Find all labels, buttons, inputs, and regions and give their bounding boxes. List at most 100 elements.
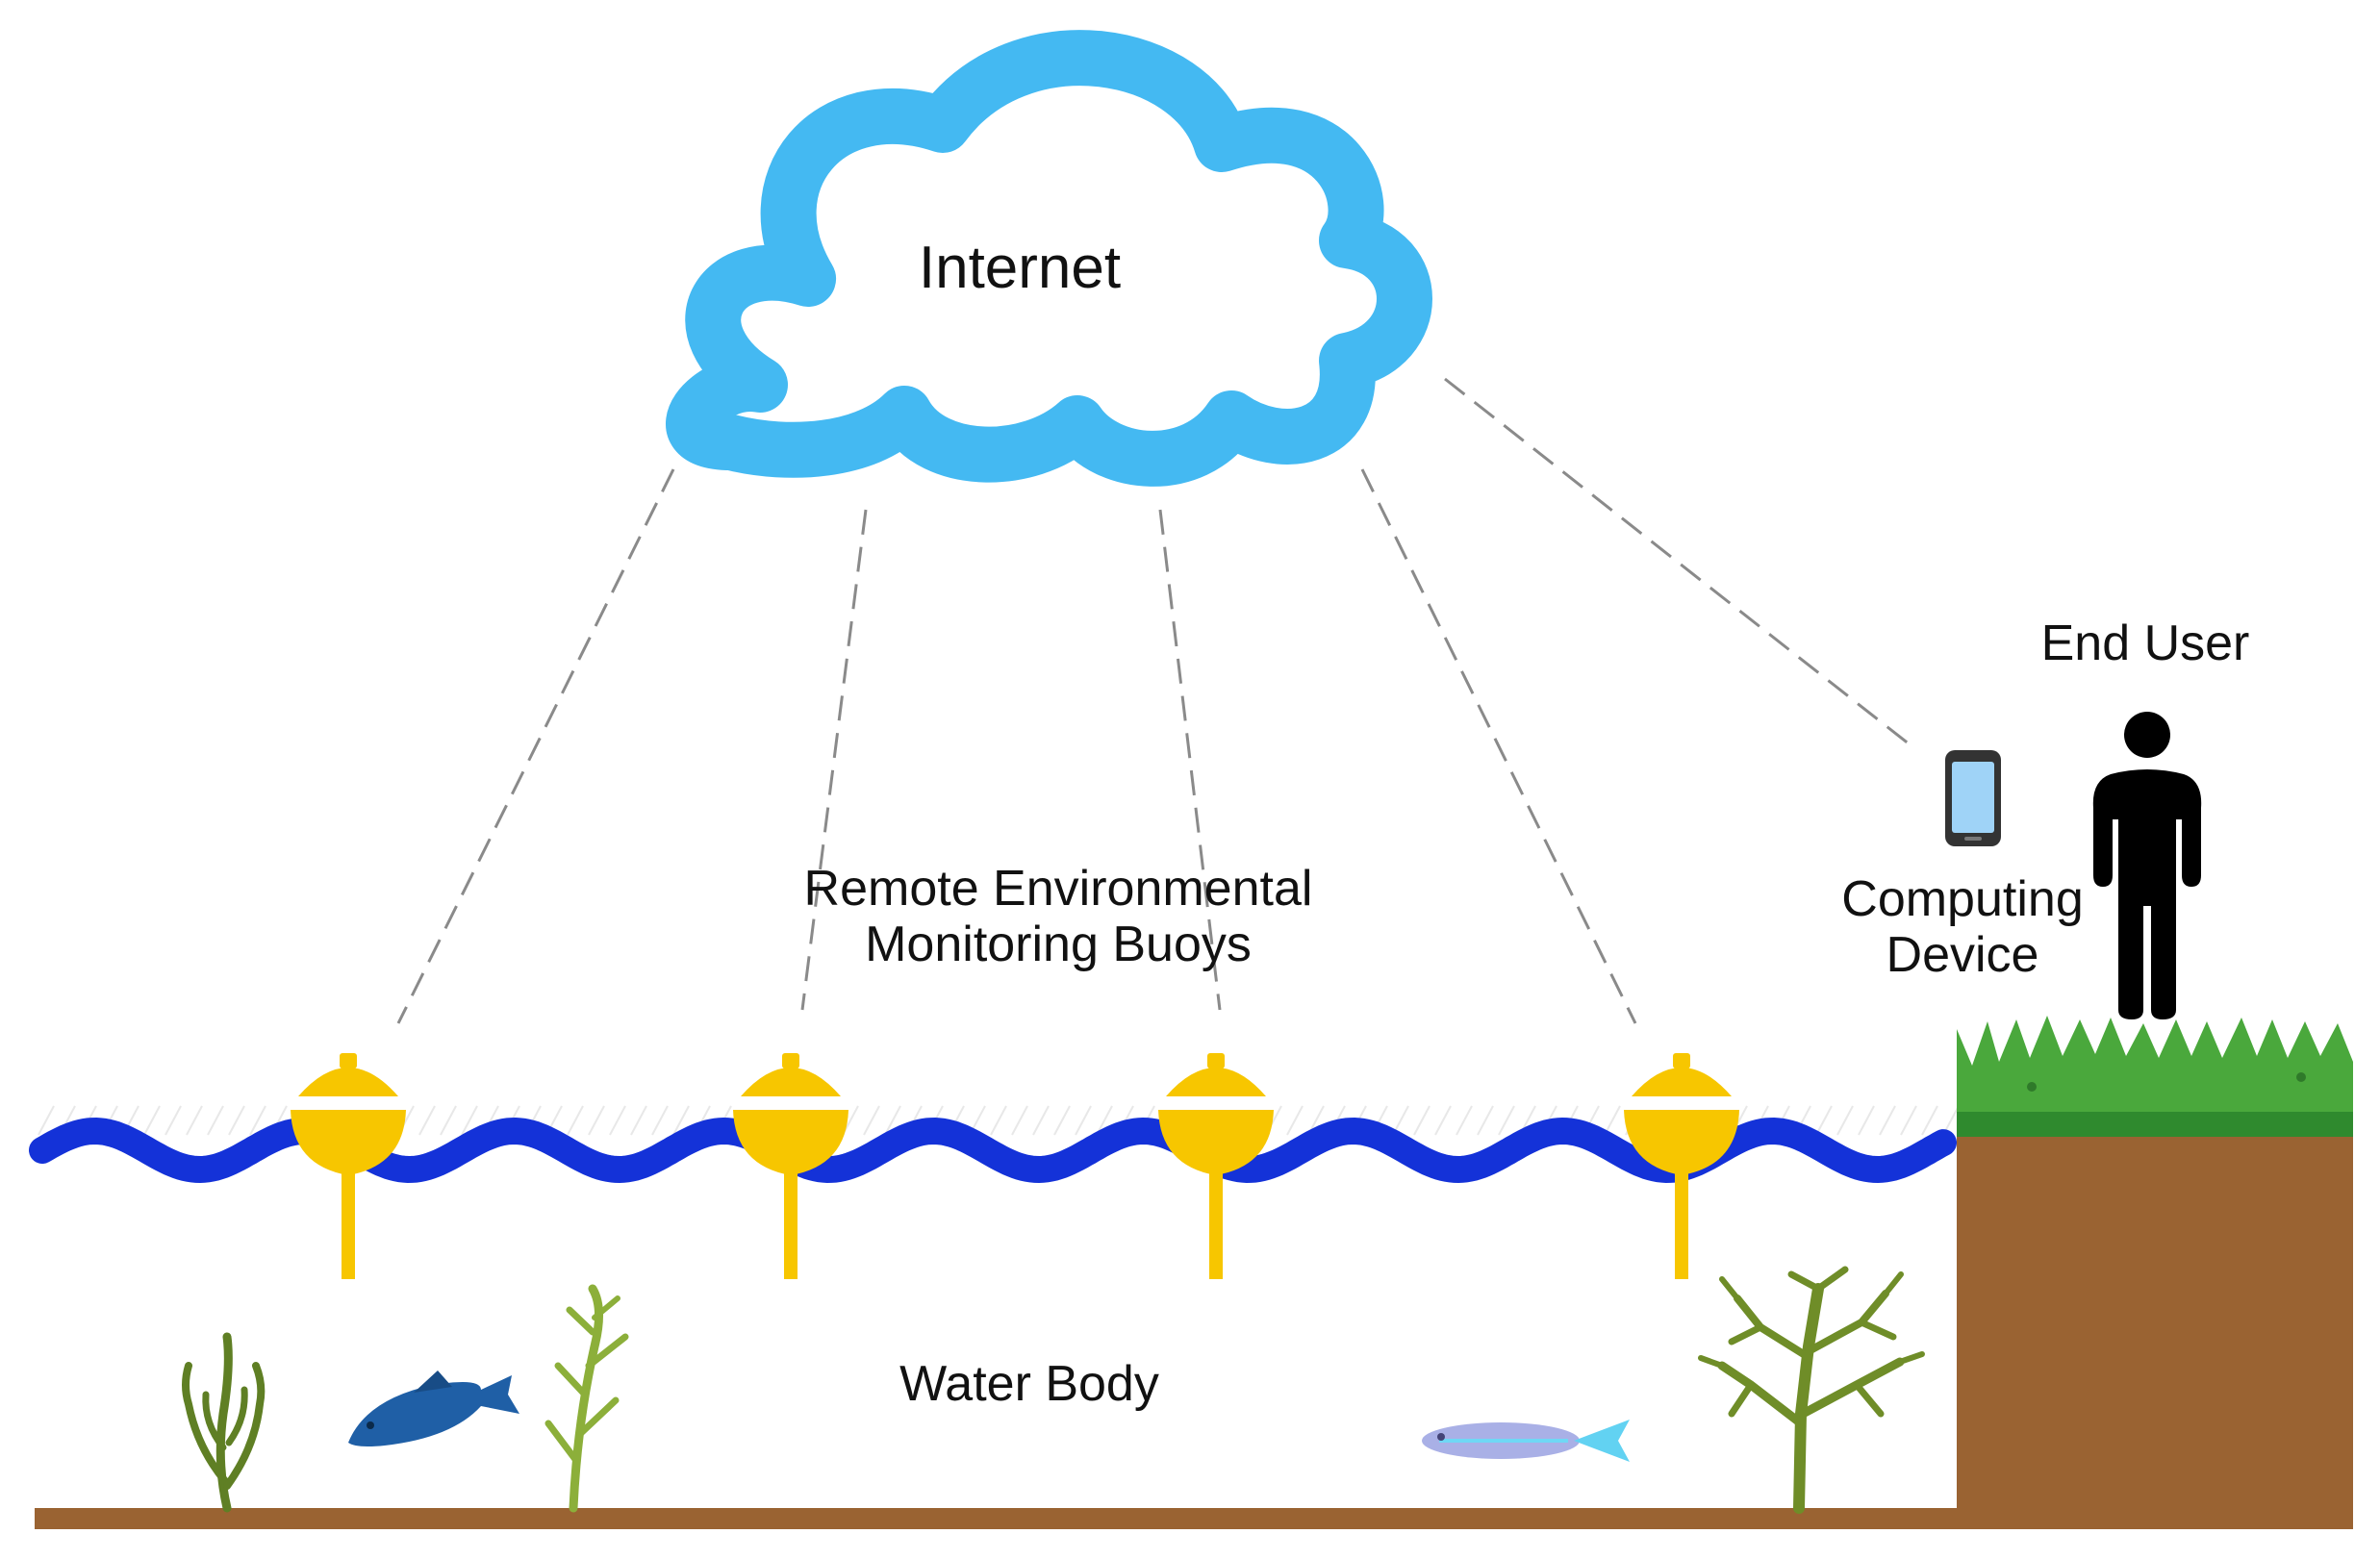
hatch-line [418, 1105, 436, 1136]
seaweed-stem [554, 1362, 589, 1398]
riverbank [1957, 1016, 2353, 1529]
computing-device-label: Computing Device [1809, 871, 2116, 983]
link-computing-device [1444, 377, 1915, 750]
seaweed-icon [1698, 1266, 1925, 1514]
connection-lines [396, 377, 1915, 1024]
hatch-line [1011, 1105, 1028, 1136]
seaweed-stem [223, 1362, 266, 1490]
buoy-band [1160, 1096, 1272, 1110]
seaweed-icon [182, 1332, 266, 1513]
hatch-line [143, 1105, 161, 1136]
fish-eye-dark [367, 1421, 374, 1429]
hatch-line [609, 1105, 626, 1136]
buoy-top [1673, 1053, 1690, 1069]
seaweed-stem [1719, 1276, 1740, 1301]
seaweed-stem [566, 1306, 596, 1336]
hatch-line [1096, 1105, 1113, 1136]
buoy-hull [733, 1110, 848, 1175]
person-body [2092, 769, 2202, 1019]
buoy-hull [291, 1110, 406, 1175]
hatch-line [1836, 1105, 1854, 1136]
hatch-line [1075, 1105, 1092, 1136]
fish-body-dark [348, 1375, 519, 1446]
buoy-pole [1209, 1169, 1223, 1279]
phone-home-bar [1964, 837, 1982, 841]
buoy-dome [741, 1068, 841, 1096]
seaweed-stem [1734, 1295, 1810, 1360]
buoy-hull [1624, 1110, 1739, 1175]
hatch-line [588, 1105, 605, 1136]
hatch-line [672, 1105, 690, 1136]
seaweed-stem [225, 1386, 248, 1446]
hatch-line [38, 1105, 55, 1136]
seaweed-stem [202, 1391, 227, 1451]
fish-fin-dark [414, 1370, 452, 1393]
hatch-line [1456, 1105, 1473, 1136]
grass-icon [1957, 1016, 2353, 1112]
buoys [291, 1053, 1739, 1279]
smartphone-icon [1945, 750, 2001, 846]
hatch-line [884, 1105, 901, 1136]
seaweed-stem [592, 1295, 620, 1320]
grass-base [1957, 1108, 2353, 1137]
phone-screen [1952, 762, 1994, 833]
seaweed-stem [585, 1333, 629, 1370]
seaweed-stem [1787, 1270, 1822, 1293]
link-buoy-3 [1158, 509, 1222, 1011]
buoy-pole [784, 1169, 798, 1279]
hatch-line [990, 1105, 1007, 1136]
water-body-label: Water Body [899, 1356, 1159, 1412]
hatch-line [1900, 1105, 1917, 1136]
seaweed-stem [1728, 1323, 1764, 1345]
buoy-dome [298, 1068, 398, 1096]
hatch-line [1434, 1105, 1452, 1136]
seaweed-stem [577, 1396, 620, 1437]
seaweed-stem [1793, 1283, 1824, 1514]
hatch-line [228, 1105, 245, 1136]
hatch-line [1604, 1105, 1621, 1136]
hatch-line [1286, 1105, 1304, 1136]
seaweed-stem [182, 1362, 229, 1485]
fish-icon [348, 1370, 519, 1446]
hatch-line [1032, 1105, 1050, 1136]
seaweed-stem [544, 1420, 581, 1466]
hatch-line [1498, 1105, 1515, 1136]
hatch-line [630, 1105, 647, 1136]
buoy-top [340, 1053, 357, 1069]
buoy-hull [1158, 1110, 1274, 1175]
hatch-line [207, 1105, 224, 1136]
hatch-line [1413, 1105, 1431, 1136]
internet-label: Internet [918, 235, 1122, 301]
buoys-label-line2: Monitoring Buoys [865, 917, 1252, 973]
fish-eye-light [1437, 1433, 1445, 1441]
hatch-line [440, 1105, 457, 1136]
buoy-top [1207, 1053, 1225, 1069]
hatch-line [1921, 1105, 1938, 1136]
cloud-shape [666, 30, 1432, 487]
end-user-label: End User [2040, 616, 2250, 671]
hatch-line [1477, 1105, 1494, 1136]
fish-icon [1422, 1420, 1630, 1462]
person-head [2124, 712, 2170, 758]
buoy-icon [291, 1053, 406, 1279]
hatch-line [863, 1105, 880, 1136]
hatch-line [651, 1105, 669, 1136]
hatch-line [1815, 1105, 1833, 1136]
soil-block [1957, 1133, 2353, 1529]
seaweed-stem [1698, 1355, 1725, 1369]
buoy-top [782, 1053, 799, 1069]
hatch-line [165, 1105, 182, 1136]
person-icon [2092, 712, 2202, 1019]
seaweed-stem [1853, 1381, 1885, 1418]
hatch-line [186, 1105, 203, 1136]
hatch-line [1053, 1105, 1071, 1136]
cloud-icon [666, 30, 1432, 487]
river-bed [35, 1508, 1959, 1529]
buoys-label: Remote Environmental Monitoring Buoys [731, 861, 1385, 972]
computing-device-label-line2: Device [1886, 927, 2039, 984]
hatch-line [567, 1105, 584, 1136]
buoy-icon [1158, 1053, 1274, 1279]
grass-dot [2027, 1082, 2037, 1092]
